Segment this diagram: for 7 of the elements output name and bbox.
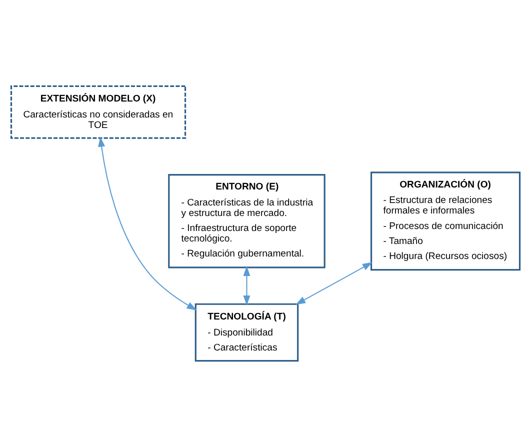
node-box: ORGANIZACIÓN (O) - Estructura de relaciones formales e informales - Procesos de comunicación - Tamaño - Holgura (Recursos ociosos) [370,172,521,271]
arrow [243,266,250,306]
node-box: EXTENSIÓN MODELO (X) Características no consideradas en TOE [10,85,186,139]
node-box: TECNOLOGÍA (T) - Disponibilidad - Características [194,303,299,362]
arrow [295,262,373,305]
arrow [98,136,197,310]
node-box: ENTORNO (E) - Características de la industria y estructura de mercado. - Infraestructura de soporte tecnológico. - Regulación gubernamental. [168,174,326,268]
